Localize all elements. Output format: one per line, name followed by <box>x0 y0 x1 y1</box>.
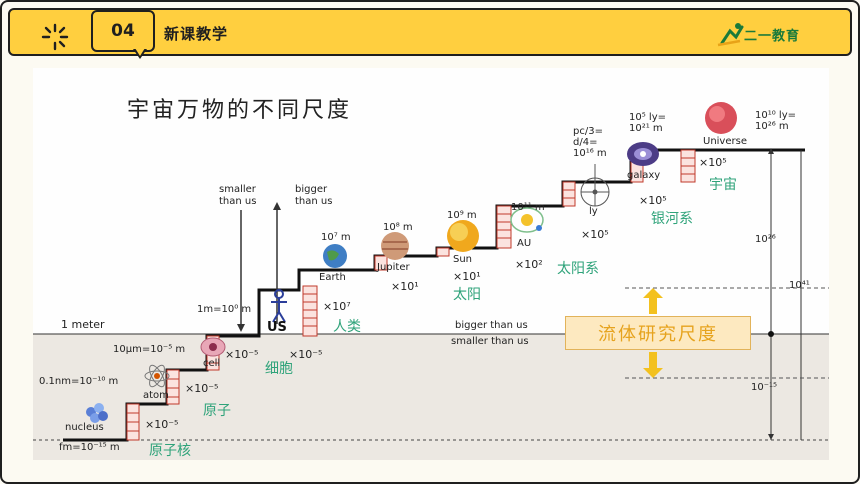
factor-cell: ×10⁻⁵ <box>225 348 259 361</box>
universe-size: 10¹⁰ ly= 10²⁶ m <box>755 110 796 132</box>
range-up-label: 10²⁶ <box>755 234 776 245</box>
jupiter-icon <box>381 232 409 260</box>
flow-up-arrow <box>649 296 657 314</box>
bigger-arrowhead <box>273 202 281 210</box>
jupiter-size: 10⁸ m <box>383 222 413 233</box>
smaller-arrowhead <box>237 324 245 332</box>
factor-jupiter: ×10¹ <box>453 270 481 283</box>
flow-scale-label: 流体研究尺度 <box>598 324 718 345</box>
atom-cn: 原子 <box>203 403 231 419</box>
section-number: 04 <box>111 21 135 41</box>
au-icon <box>510 207 544 233</box>
section-title: 新课教学 <box>164 25 229 43</box>
nanometer-label: 0.1nm=10⁻¹⁰ m <box>39 376 119 387</box>
factor-atom: ×10⁻⁵ <box>185 382 219 395</box>
human-scale-label: 1m=10⁰ m <box>197 304 252 315</box>
atom-icon <box>144 364 170 388</box>
galaxy-icon <box>627 142 659 166</box>
earth-size: 10⁷ m <box>321 232 351 243</box>
universe-cn: 宇宙 <box>709 177 737 193</box>
flow-scale-box: 流体研究尺度 <box>565 316 751 350</box>
nucleus-cn: 原子核 <box>149 443 191 459</box>
light-year-size: pc/3= d/4= 10¹⁶ m <box>573 126 607 159</box>
earth-label: Earth <box>319 272 346 283</box>
us-label: US <box>267 320 287 335</box>
diagram-graphics <box>33 102 829 460</box>
brand-logo-icon <box>717 23 744 47</box>
cell-label: cell <box>203 358 221 369</box>
factor-human: ×10⁷ <box>323 300 351 313</box>
nucleus-icon <box>86 403 108 423</box>
femtometer-label: fm=10⁻¹⁵ m <box>59 442 120 453</box>
one-meter-label: 1 meter <box>61 318 105 331</box>
sparkle-icon <box>41 23 69 51</box>
sun-label: Sun <box>453 254 473 265</box>
diagram-title: 宇宙万物的不同尺度 <box>127 98 353 123</box>
micrometer-label: 10μm=10⁻⁵ m <box>113 344 186 355</box>
bigger-than-us-label: bigger than us <box>295 184 333 207</box>
galaxy-size: 10⁵ ly= 10²¹ m <box>629 112 666 134</box>
human-cn: 人类 <box>333 319 361 335</box>
light-year-label: ly <box>589 206 598 217</box>
factor-nucleus: ×10⁻⁵ <box>145 418 179 431</box>
factor-galaxy: ×10⁵ <box>699 156 727 169</box>
solar-system-cn: 太阳系 <box>557 261 599 277</box>
factor-sun: ×10² <box>515 258 543 271</box>
galaxy-label: galaxy <box>627 170 661 181</box>
origin-dot <box>768 331 774 337</box>
universe-label: Universe <box>703 136 747 147</box>
factor-cell-2: ×10⁻⁵ <box>289 348 323 361</box>
factor-light-year: ×10⁵ <box>639 194 667 207</box>
light-year-icon <box>580 164 610 207</box>
jupiter-label: Jupiter <box>377 262 410 273</box>
section-number-badge: 04 <box>91 10 155 52</box>
au-size: 10¹¹ m <box>511 202 545 213</box>
ladder-rungs <box>127 157 695 432</box>
human-icon <box>271 289 287 323</box>
factor-au: ×10⁵ <box>581 228 609 241</box>
atom-label: atom <box>143 390 169 401</box>
range-total-label: 10⁴¹ <box>789 280 810 291</box>
smaller-than-us-line-label: smaller than us <box>451 336 529 347</box>
universe-icon <box>705 102 737 134</box>
bigger-than-us-line-label: bigger than us <box>455 320 528 331</box>
range-down-label: 10⁻¹⁵ <box>751 382 778 393</box>
brand-name: 二一教育 <box>744 29 801 44</box>
smaller-than-us-label: smaller than us <box>219 184 257 207</box>
cell-icon <box>200 337 226 357</box>
au-label: AU <box>517 238 532 249</box>
factor-earth: ×10¹ <box>391 280 419 293</box>
cell-cn: 细胞 <box>265 361 293 377</box>
badge-pointer-fill <box>135 48 145 56</box>
sun-size: 10⁹ m <box>447 210 477 221</box>
scale-diagram: 宇宙万物的不同尺度 1 meter 10μm=10⁻⁵ m 0.1nm=10⁻¹… <box>33 68 829 460</box>
flow-down-arrow <box>649 352 657 370</box>
sun-cn: 太阳 <box>453 287 481 303</box>
nucleus-label: nucleus <box>65 422 104 433</box>
galaxy-cn: 银河系 <box>651 211 693 227</box>
